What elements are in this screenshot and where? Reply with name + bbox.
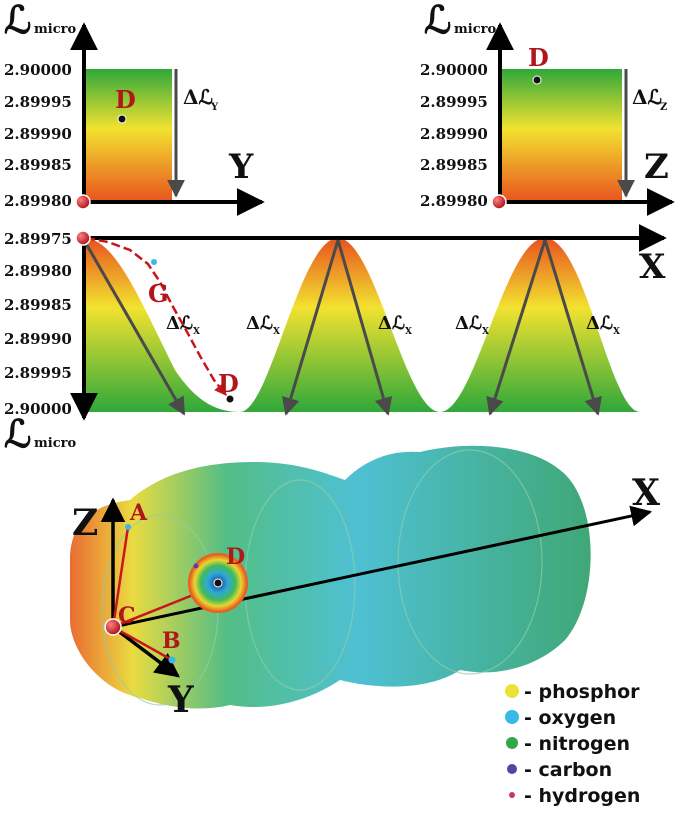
- panel-y-point-d-label: D: [115, 85, 136, 114]
- panel-x-delta-label-4: Δℒ: [455, 313, 482, 334]
- molecule-point-a: [125, 524, 131, 530]
- panel-x-delta-arrow-1: [82, 239, 186, 416]
- molecule-point-b: [168, 656, 176, 664]
- panel-x-point-d-label: D: [218, 369, 239, 398]
- molecule-carbon-dot: [193, 563, 199, 569]
- panel-y-origin-marker: [75, 194, 91, 210]
- panel-x-delta-label-2: Δℒ: [246, 313, 273, 334]
- panel-z-origin-marker: [491, 194, 507, 210]
- legend-item-nitrogen: - nitrogen: [506, 733, 630, 755]
- panel-z-delta-label: Δℒ: [632, 85, 662, 109]
- panel-y-tick-1: 2.89995: [4, 93, 72, 111]
- panel-x-delta-arrow-3: [336, 239, 393, 416]
- panel-x-axis-subscript: micro: [34, 436, 76, 451]
- legend-swatch-hydrogen: [509, 792, 515, 798]
- legend-label-carbon: - carbon: [524, 759, 612, 781]
- panel-y-tick-0: 2.90000: [4, 61, 72, 79]
- legend-swatch-carbon: [507, 764, 517, 774]
- panel-z-point-d-label: D: [528, 43, 549, 72]
- panel-y-tick-3: 2.89985: [4, 156, 72, 174]
- panel-z-tick-3: 2.89985: [420, 156, 488, 174]
- molecule-y-label: Y: [167, 679, 195, 721]
- panel-z-tick-4: 2.89980: [420, 192, 488, 210]
- panel-z-point-d: [532, 75, 542, 85]
- molecule-point-c: [104, 618, 122, 636]
- panel-x-axis-label: X: [639, 247, 666, 287]
- legend-item-carbon: - carbon: [507, 759, 612, 781]
- legend-item-phosphor: - phosphor: [505, 681, 640, 703]
- panel-x: 2.89975 2.89980 2.89985 2.89990 2.89995 …: [4, 224, 667, 456]
- legend-label-nitrogen: - nitrogen: [524, 733, 630, 755]
- panel-x-delta-label-3: Δℒ: [378, 313, 405, 334]
- panel-x-tick-2: 2.89985: [4, 296, 72, 314]
- molecule-x-label: X: [632, 472, 660, 514]
- molecule-surface: [70, 445, 591, 709]
- panel-y-fill: [84, 69, 172, 202]
- panel-y-tick-2: 2.89990: [4, 125, 72, 143]
- panel-z-tick-0: 2.90000: [420, 61, 488, 79]
- panel-y-tick-4: 2.89980: [4, 192, 72, 210]
- panel-x-tick-1: 2.89980: [4, 262, 72, 280]
- molecule-view: Z X Y A B C D: [70, 445, 660, 721]
- panel-x-origin-marker: [75, 230, 91, 246]
- panel-x-axis-symbol: ℒ: [4, 411, 31, 456]
- panel-y-axis-subscript: micro: [34, 22, 76, 37]
- panel-z-tick-2: 2.89990: [420, 125, 488, 143]
- panel-z-fill: [500, 69, 622, 202]
- panel-y-point-d: [117, 114, 127, 124]
- panel-x-delta-arrow-2: [282, 239, 340, 416]
- panel-x-delta-sub-1: X: [193, 327, 200, 337]
- panel-x-delta-arrow-5: [543, 239, 602, 416]
- panel-x-delta-sub-3: X: [405, 327, 412, 337]
- panel-x-tick-5: 2.90000: [4, 400, 72, 418]
- panel-z-tick-1: 2.89995: [420, 93, 488, 111]
- panel-x-delta-arrow-4: [486, 239, 547, 416]
- panel-y-delta-sub: Y: [210, 102, 219, 113]
- panel-z-delta-sub: Z: [660, 102, 667, 113]
- molecule-y-axis: [111, 625, 180, 678]
- molecule-z-label: Z: [72, 502, 98, 544]
- panel-y-delta-label: Δℒ: [183, 85, 213, 109]
- legend: - phosphor - oxygen - nitrogen - carbon …: [505, 681, 640, 807]
- panel-x-point-g-label: G: [148, 279, 169, 308]
- legend-swatch-phosphor: [505, 684, 519, 698]
- panel-z-axis-label: Z: [644, 147, 669, 187]
- molecule-point-b-label: B: [162, 628, 181, 654]
- panel-x-trajectory: [85, 236, 227, 396]
- molecule-disk-3: [397, 449, 543, 675]
- legend-label-phosphor: - phosphor: [524, 681, 640, 703]
- panel-x-tick-0: 2.89975: [4, 230, 72, 248]
- panel-y-axis-label: Y: [228, 147, 254, 187]
- panel-x-delta-sub-5: X: [613, 327, 620, 337]
- molecule-point-c-label: C: [118, 603, 136, 629]
- legend-label-hydrogen: - hydrogen: [524, 785, 640, 807]
- panel-x-delta-sub-2: X: [273, 327, 280, 337]
- panel-x-tick-4: 2.89995: [4, 364, 72, 382]
- panel-z: ℒ micro 2.90000 2.89995 2.89990 2.89985 …: [420, 0, 675, 216]
- panel-z-axis-symbol: ℒ: [424, 0, 451, 42]
- molecule-point-a-label: A: [129, 500, 148, 526]
- molecule-point-d-label: D: [226, 544, 245, 570]
- panel-x-tick-3: 2.89990: [4, 330, 72, 348]
- legend-label-oxygen: - oxygen: [524, 707, 616, 729]
- molecule-vector-b: [112, 625, 173, 662]
- legend-item-oxygen: - oxygen: [505, 707, 616, 729]
- legend-swatch-oxygen: [505, 710, 519, 724]
- molecule-vector-a: [111, 526, 130, 628]
- panel-z-axis-subscript: micro: [454, 22, 496, 37]
- panel-y-axis-symbol: ℒ: [4, 0, 31, 42]
- panel-x-delta-label-1: Δℒ: [166, 313, 193, 334]
- legend-swatch-nitrogen: [506, 737, 518, 749]
- panel-x-oxygen-dot: [151, 259, 157, 265]
- panel-y: ℒ micro 2.90000 2.89995 2.89990 2.89985 …: [4, 0, 265, 216]
- panel-x-delta-sub-4: X: [482, 327, 489, 337]
- legend-item-hydrogen: - hydrogen: [509, 785, 640, 807]
- panel-x-delta-label-5: Δℒ: [586, 313, 613, 334]
- panel-x-point-d: [225, 394, 235, 404]
- molecule-point-d: [213, 578, 223, 588]
